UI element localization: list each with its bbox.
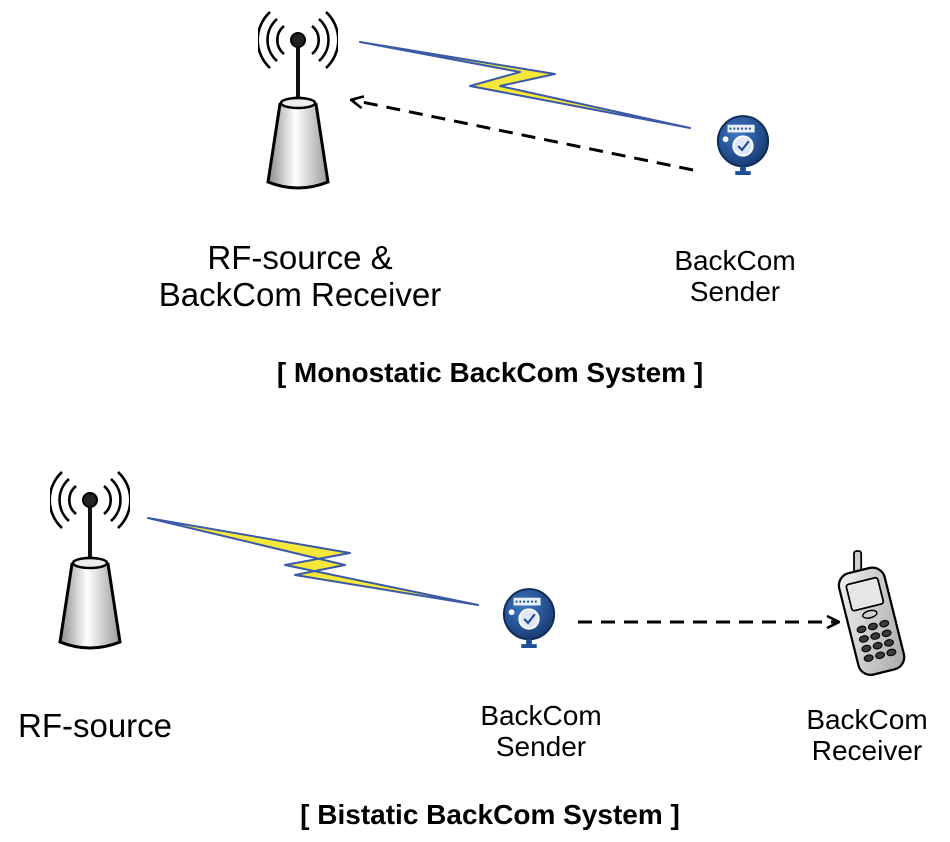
monostatic-sender-label-line1: BackCom <box>674 245 796 276</box>
bistatic-backcom-sender-icon <box>502 587 556 650</box>
monostatic-sender-label-line2: Sender <box>689 276 781 308</box>
monostatic-lightning-bolt-icon <box>359 41 691 129</box>
monostatic-backscatter-arrow <box>352 100 694 172</box>
bistatic-receiver-label-line1: BackCom <box>806 704 928 735</box>
monostatic-caption: [ Monostatic BackCom System ] <box>276 357 704 388</box>
monostatic-rf-source-label-line1: RF-source & <box>207 239 393 276</box>
bistatic-sender-label: BackCom Sender <box>456 700 626 763</box>
bistatic-backcom-receiver-icon <box>836 549 908 679</box>
bistatic-receiver-label: BackCom Receiver <box>784 704 950 767</box>
bistatic-sender-label-line1: BackCom <box>480 700 602 731</box>
bistatic-sender-label-line2: Sender <box>495 731 587 763</box>
bistatic-lightning-bolt-icon <box>147 517 479 606</box>
monostatic-sender-label: BackCom Sender <box>650 245 820 308</box>
bistatic-caption: [ Bistatic BackCom System ] <box>300 799 680 830</box>
bistatic-rf-source-icon <box>50 470 130 650</box>
bistatic-rf-source-label: RF-source <box>17 707 173 744</box>
bistatic-receiver-label-line2: Receiver <box>811 735 923 767</box>
monostatic-rf-source-label-line2: BackCom Receiver <box>158 275 442 313</box>
monostatic-rf-source-label: RF-source & BackCom Receiver <box>110 239 490 314</box>
monostatic-rf-source-icon <box>258 10 338 190</box>
monostatic-backcom-sender-icon <box>716 114 770 177</box>
